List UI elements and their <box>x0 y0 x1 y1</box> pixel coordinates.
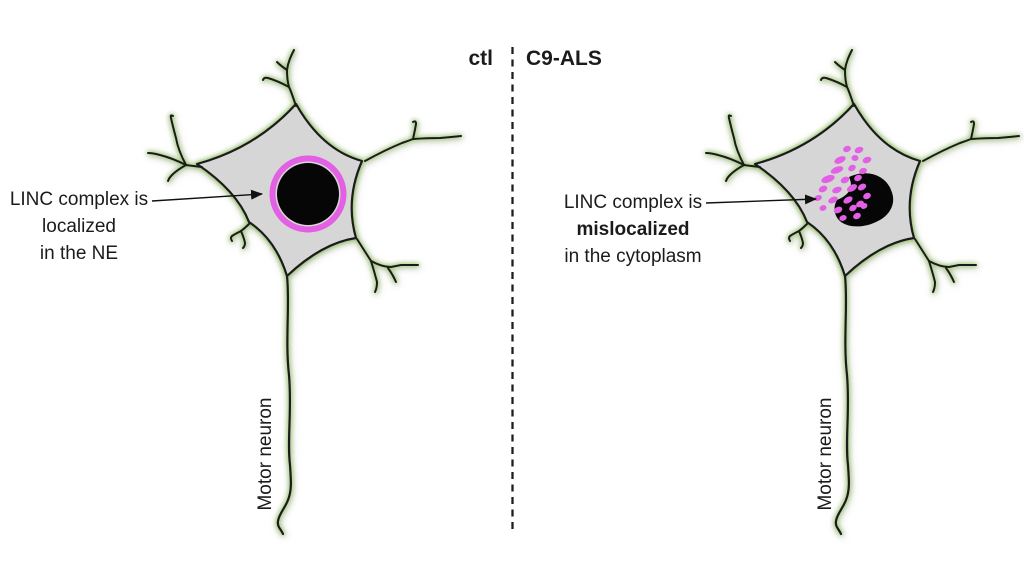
right-panel-label: C9-ALS <box>526 47 602 70</box>
mislocalized-linc-puncta <box>814 145 872 221</box>
left-axon-label: Motor neuron <box>255 397 276 511</box>
right-annotation: LINC complex is mislocalized in the cyto… <box>543 189 723 270</box>
right-annotation-line1: LINC complex is <box>563 192 703 213</box>
left-annotation-arrow <box>151 189 263 202</box>
control-nucleus <box>269 155 347 233</box>
nuclear-envelope-linc-ring <box>269 155 347 233</box>
right-annotation-line3: in the cytoplasm <box>564 246 702 267</box>
right-axon-label: Motor neuron <box>815 397 836 511</box>
als-motor-neuron <box>704 48 1021 536</box>
right-annotation-arrow <box>705 194 817 205</box>
left-annotation-line2: localized <box>42 216 116 237</box>
left-annotation: LINC complex is localized in the NE <box>0 186 158 267</box>
control-motor-neuron <box>146 48 463 536</box>
left-annotation-line1: LINC complex is <box>9 189 149 210</box>
left-annotation-line3: in the NE <box>39 243 119 264</box>
nucleus-body <box>277 163 339 225</box>
als-nucleus-body <box>834 173 894 227</box>
right-annotation-line2: mislocalized <box>576 219 690 240</box>
left-panel-label: ctl <box>468 47 493 70</box>
